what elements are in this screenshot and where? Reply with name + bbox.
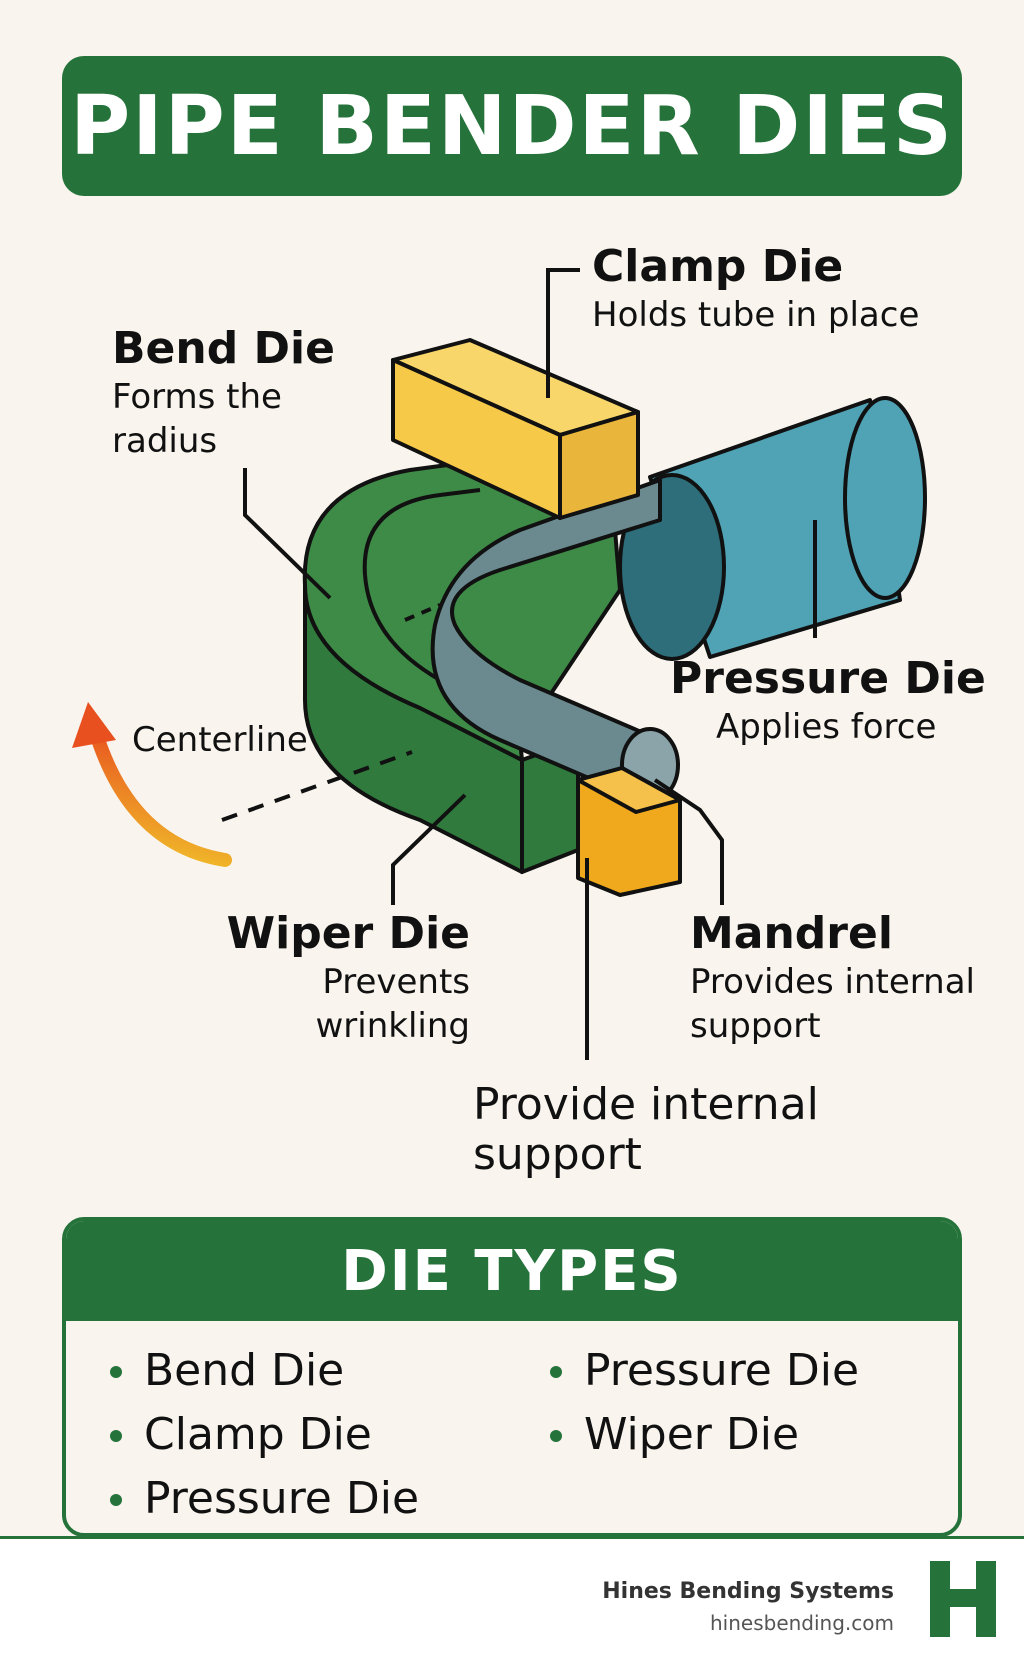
pressure-die-desc: Applies force (716, 707, 937, 747)
clamp-die-name: Clamp Die (592, 241, 844, 292)
pressure-die-shape (618, 396, 927, 661)
leader-lines (221, 268, 817, 1060)
list-item: Clamp Die (106, 1403, 419, 1467)
brand-block: Hines Bending Systems hinesbending.com (602, 1577, 894, 1639)
wiper-die-name: Wiper Die (226, 908, 470, 959)
internal-support-line-2: support (473, 1129, 642, 1180)
die-types-panel: DIE TYPES Bend Die Clamp Die Pressure Di… (62, 1217, 962, 1537)
list-item: Bend Die (106, 1339, 419, 1403)
pressure-die-name: Pressure Die (670, 653, 986, 704)
clamp-die-shape (391, 338, 640, 520)
die-types-right-list: Pressure Die Wiper Die (546, 1339, 859, 1467)
mandrel-label: Mandrel Provides internal support (690, 908, 975, 1048)
wiper-leader (391, 793, 467, 905)
clamp-die-desc: Holds tube in place (592, 295, 920, 335)
company-logo-icon (930, 1561, 996, 1637)
wiper-die-shape (576, 766, 682, 897)
bend-direction-arrow (72, 702, 232, 867)
wiper-die-label: Wiper Die Prevents wrinkling (158, 908, 470, 1048)
list-item: Pressure Die (106, 1467, 419, 1531)
list-item: Wiper Die (546, 1403, 859, 1467)
bend-die-label: Bend Die Forms the radius (112, 323, 335, 463)
internal-support-label: Provide internal support (473, 1080, 819, 1180)
bend-die-name: Bend Die (112, 323, 335, 374)
bend-die-desc-1: Forms the (112, 377, 282, 417)
mandrel-leader (653, 778, 724, 905)
wiper-die-desc: Prevents wrinkling (315, 962, 471, 1046)
footer: Hines Bending Systems hinesbending.com (0, 1536, 1024, 1669)
company-name: Hines Bending Systems (602, 1579, 894, 1604)
centerline-dash (221, 750, 413, 822)
die-types-heading: DIE TYPES (66, 1221, 958, 1321)
page-title: PIPE BENDER DIES (70, 78, 954, 174)
bend-leader (243, 468, 332, 600)
clamp-die-label: Clamp Die Holds tube in place (592, 241, 919, 337)
centerline-label: Centerline (132, 720, 308, 760)
list-item: Pressure Die (546, 1339, 859, 1403)
bend-die-desc-2: radius (112, 421, 218, 461)
company-url[interactable]: hinesbending.com (709, 1611, 894, 1635)
internal-support-line-1: Provide internal (473, 1079, 819, 1130)
die-types-left-list: Bend Die Clamp Die Pressure Die (106, 1339, 419, 1531)
mandrel-name: Mandrel (690, 908, 893, 959)
mandrel-desc-2: support (690, 1006, 821, 1046)
title-banner: PIPE BENDER DIES (62, 56, 962, 196)
pressure-die-label: Pressure Die Applies force (670, 653, 986, 749)
clamp-leader (546, 268, 580, 398)
die-diagram (72, 268, 927, 1060)
mandrel-desc-1: Provides internal (690, 962, 975, 1002)
